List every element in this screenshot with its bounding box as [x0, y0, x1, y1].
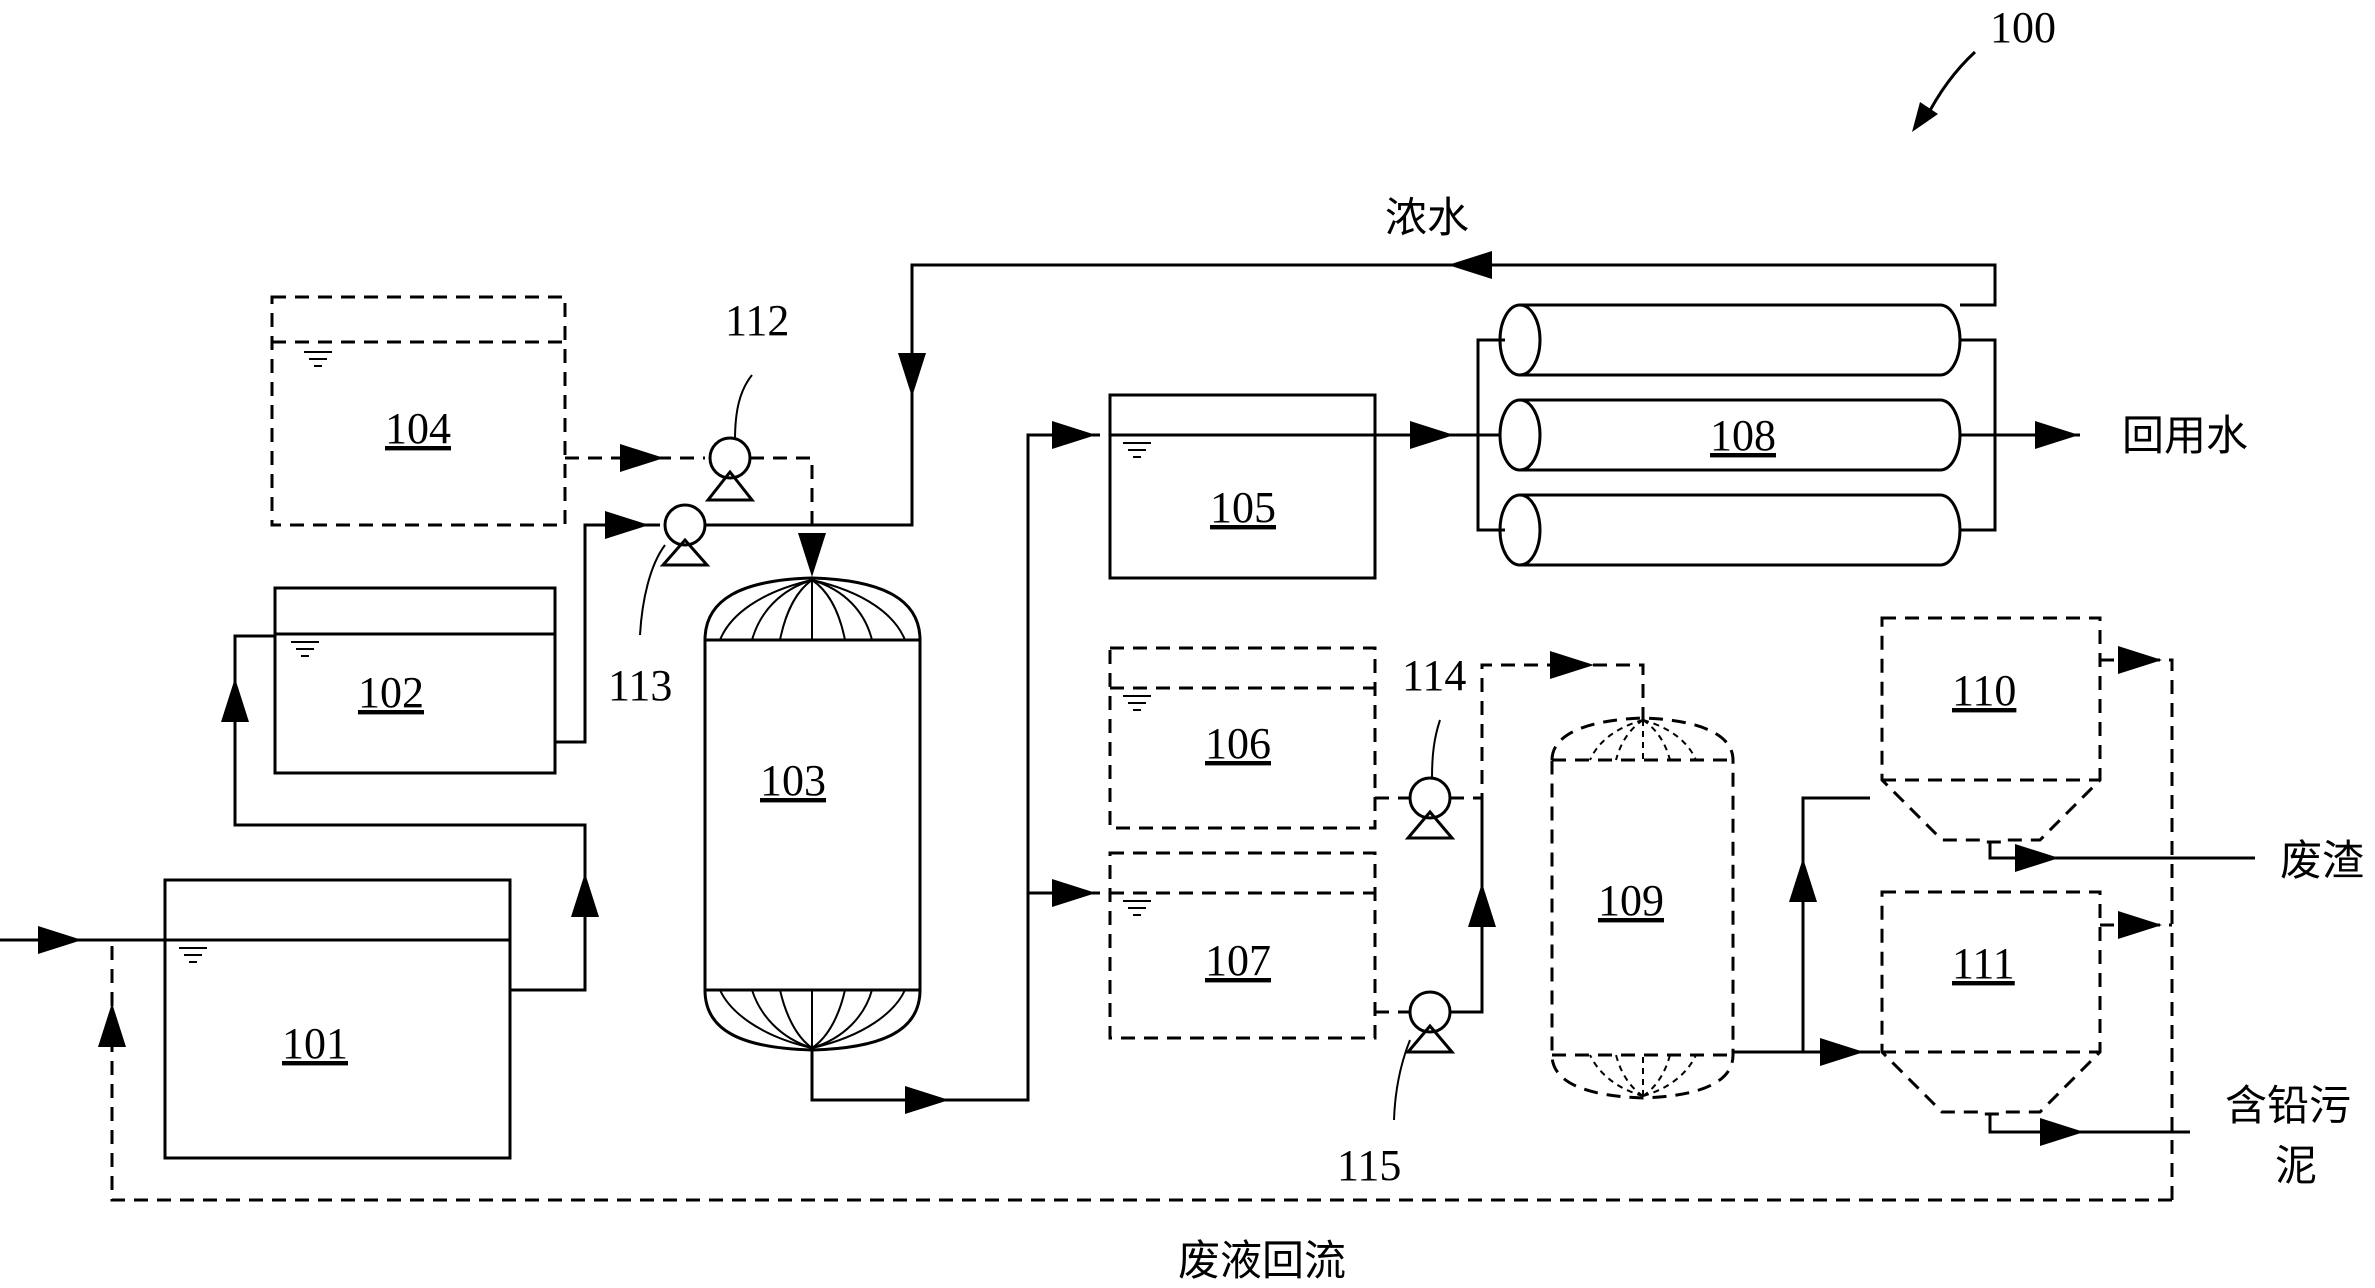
label-112: 112	[725, 296, 789, 345]
reactor-109: 109	[1550, 716, 1735, 1100]
label-107: 107	[1205, 936, 1271, 985]
line-pump-112-to-103	[750, 456, 814, 580]
label-114: 114	[1402, 651, 1466, 700]
line-109-to-110	[1733, 796, 1870, 1054]
label-104: 104	[385, 404, 451, 453]
figure-pointer-arrow	[1923, 50, 1977, 121]
label-113: 113	[608, 661, 672, 710]
label-109: 109	[1598, 876, 1664, 925]
label-102: 102	[358, 668, 424, 717]
label-101: 101	[282, 1019, 348, 1068]
line-waste-recycle	[110, 940, 2172, 1202]
label-106: 106	[1205, 719, 1271, 768]
line-110-to-residue	[1988, 842, 2255, 860]
tank-105: 105	[1108, 393, 1500, 580]
line-111-to-lead-sludge	[1988, 1114, 2190, 1134]
label-108: 108	[1710, 411, 1776, 460]
stream-lead-sludge-line1: 含铅污	[2225, 1081, 2351, 1130]
line-pump-114-to-109	[1450, 663, 1645, 800]
figure-pointer-arrowhead	[1912, 102, 1938, 132]
settler-110: 110	[1880, 616, 2102, 844]
tank-104: 104	[270, 295, 567, 527]
line-101-to-102	[233, 634, 587, 992]
figure-number: 100	[1990, 3, 2056, 52]
stream-waste-residue: 废渣	[2280, 836, 2364, 885]
tank-102: 102	[273, 586, 557, 775]
reactor-103: 103	[703, 576, 922, 1052]
stream-concentrate: 浓水	[1385, 193, 1469, 242]
pump-112: 112	[704, 296, 789, 502]
label-111: 111	[1952, 939, 2015, 988]
line-pump-115-to-109	[1450, 798, 1484, 1014]
pump-114: 114	[1402, 651, 1466, 840]
stream-reclaimed-water: 回用水	[2122, 411, 2248, 460]
stream-lead-sludge-line2: 泥	[2275, 1141, 2317, 1190]
membrane-module-108: 108	[1476, 303, 2080, 567]
settler-111: 111	[1880, 890, 2102, 1116]
tank-107: 107	[1108, 851, 1377, 1040]
label-105: 105	[1210, 483, 1276, 532]
tank-106: 106	[1108, 646, 1377, 830]
label-110: 110	[1952, 666, 2016, 715]
tank-101: 101	[163, 878, 512, 1160]
label-103: 103	[760, 756, 826, 805]
label-115: 115	[1337, 1141, 1401, 1190]
line-103-to-splitter	[810, 433, 1100, 1102]
pump-115: 115	[1337, 990, 1456, 1190]
stream-waste-recycle: 废液回流	[1178, 1236, 1346, 1285]
pump-113: 113	[608, 503, 711, 710]
